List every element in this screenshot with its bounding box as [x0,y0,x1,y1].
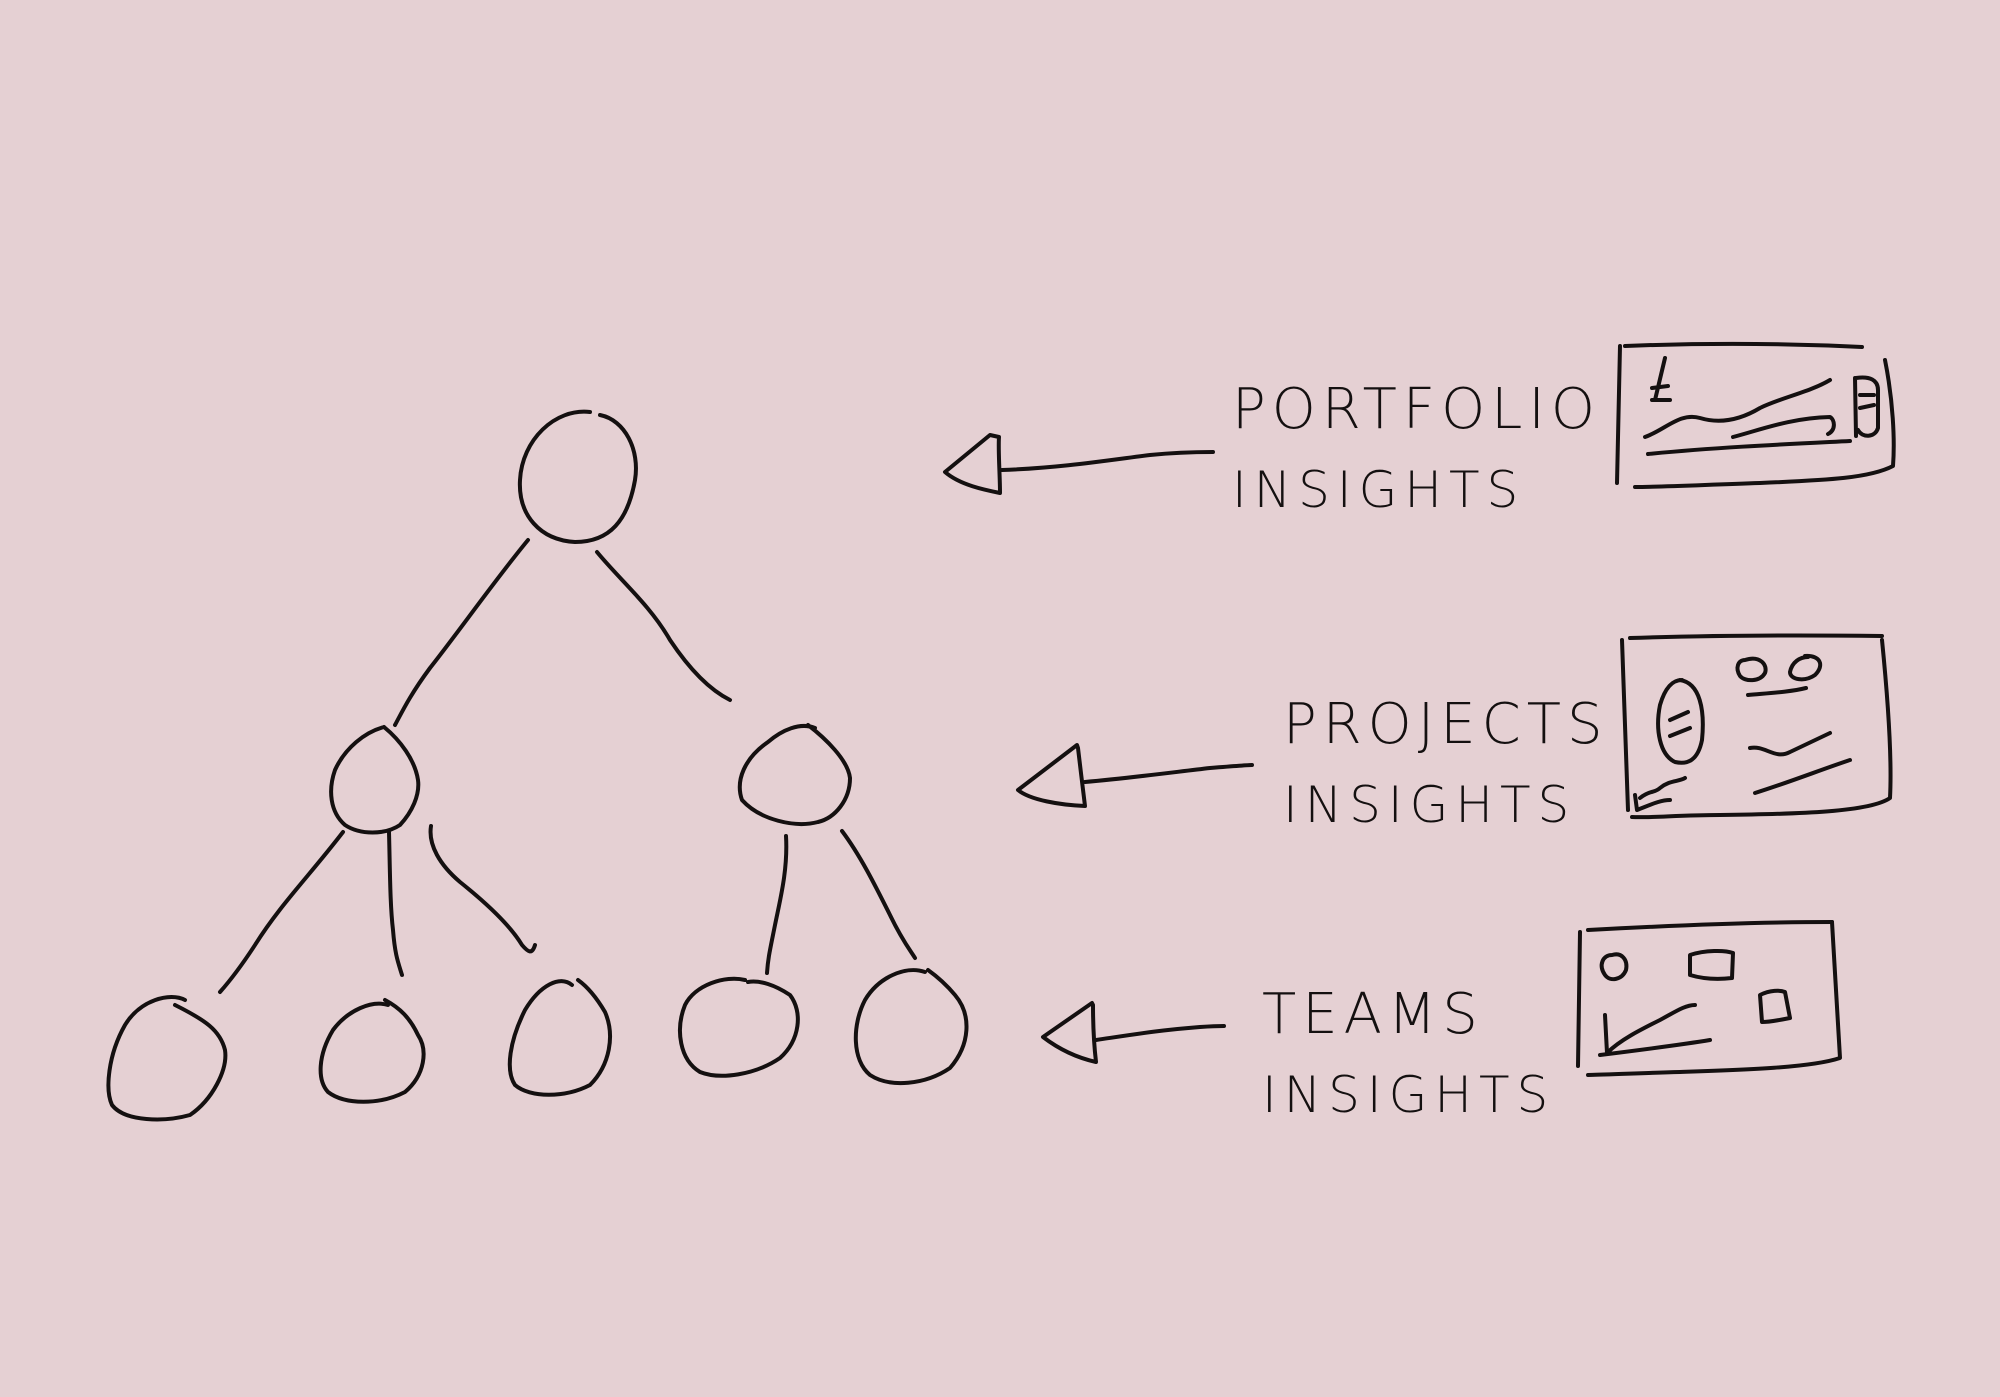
line-chart-sketch [1633,776,1687,812]
tree-edge-midright-leaf5 [840,829,917,960]
list-icon [1853,375,1880,438]
arrow-shaft [1000,450,1215,472]
tree-edge-root-left [393,538,530,727]
tree-node-mid-left [329,725,421,835]
arrow-head-icon [1041,1001,1098,1064]
tree-node-root [517,409,638,544]
label-teams-insights: Teams Insights [1262,975,1555,1135]
tree-node-leaf-1 [106,995,228,1122]
sketch-projects-dashboard [1620,633,1893,820]
tree-node-leaf-4 [678,976,800,1078]
line-chart-sketch [1643,378,1832,439]
hierarchy-tree [106,409,969,1122]
arrow-portfolio [943,433,1215,495]
label-projects-insights: Projects Insights [1283,685,1609,845]
tree-edge-midleft-leaf2 [387,830,404,977]
circle-icon [1599,952,1629,982]
arrow-head-icon [943,433,1002,495]
arrow-projects [1016,743,1254,808]
sketch-portfolio-dashboard [1615,341,1896,489]
arrow-head-icon [1016,743,1087,808]
tree-node-leaf-2 [318,998,426,1104]
label-portfolio-insights: Portfolio Insights [1232,370,1601,530]
pie-chart-icon [1656,678,1705,765]
insight-arrows [943,433,1254,1064]
arrow-shaft [1094,1024,1226,1042]
label-line-1: Portfolio [1232,377,1601,442]
tree-edge-midleft-leaf3 [428,824,537,954]
box-icon [1688,948,1735,981]
tree-edge-midleft-leaf1 [218,830,345,994]
arrow-teams [1041,1001,1226,1064]
sparkline-sketch [1748,731,1832,757]
label-line-2: Insights [1283,776,1577,834]
circle-icon [1788,653,1823,682]
tree-node-mid-right [737,723,852,826]
currency-icon [1650,356,1672,402]
sketch-teams-dashboard [1576,920,1842,1077]
tree-node-leaf-3 [507,978,612,1097]
box-icon [1758,988,1792,1024]
arrow-shaft [1083,763,1254,784]
label-line-2: Insights [1232,461,1526,519]
circle-icon [1735,656,1768,683]
line-chart-sketch [1598,1003,1712,1057]
tree-node-leaf-5 [853,968,969,1086]
label-line-2: Insights [1262,1066,1556,1124]
label-line-1: Projects [1283,692,1609,757]
label-line-1: Teams [1262,982,1484,1047]
tree-edge-midright-leaf4 [765,834,789,975]
tree-edge-root-right [595,550,732,702]
